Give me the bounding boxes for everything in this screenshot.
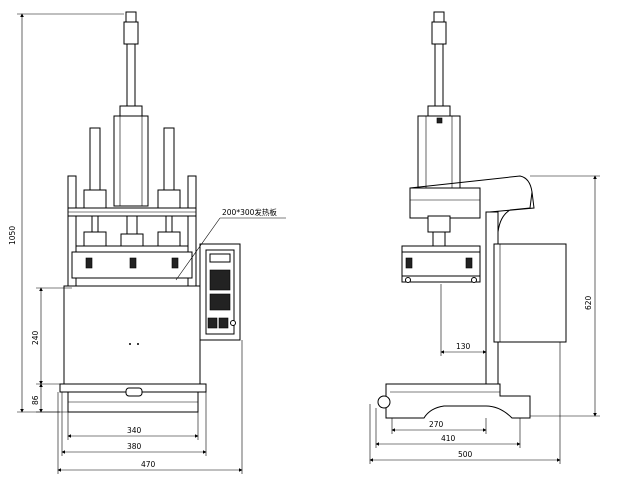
side-vertical-dimensions: 620 <box>530 175 600 417</box>
dim-240: 240 <box>31 330 40 345</box>
dim-130: 130 <box>456 342 471 351</box>
heater-plate-label: 200*300发热板 <box>222 207 277 217</box>
front-view <box>59 11 241 413</box>
dim-86: 86 <box>31 395 40 405</box>
dim-410: 410 <box>441 434 456 443</box>
dim-380: 380 <box>127 442 142 451</box>
side-view <box>377 11 567 419</box>
dim-620: 620 <box>584 295 593 310</box>
dim-340: 340 <box>127 426 142 435</box>
dim-270: 270 <box>429 420 444 429</box>
dim-470: 470 <box>141 460 156 469</box>
side-horizontal-dimensions: 130 270 410 500 <box>369 284 561 464</box>
front-vertical-dimensions: 1050 240 86 <box>8 13 124 413</box>
front-horizontal-dimensions: 340 380 470 <box>57 340 243 474</box>
dim-1050: 1050 <box>8 226 17 245</box>
dim-500: 500 <box>458 450 473 459</box>
